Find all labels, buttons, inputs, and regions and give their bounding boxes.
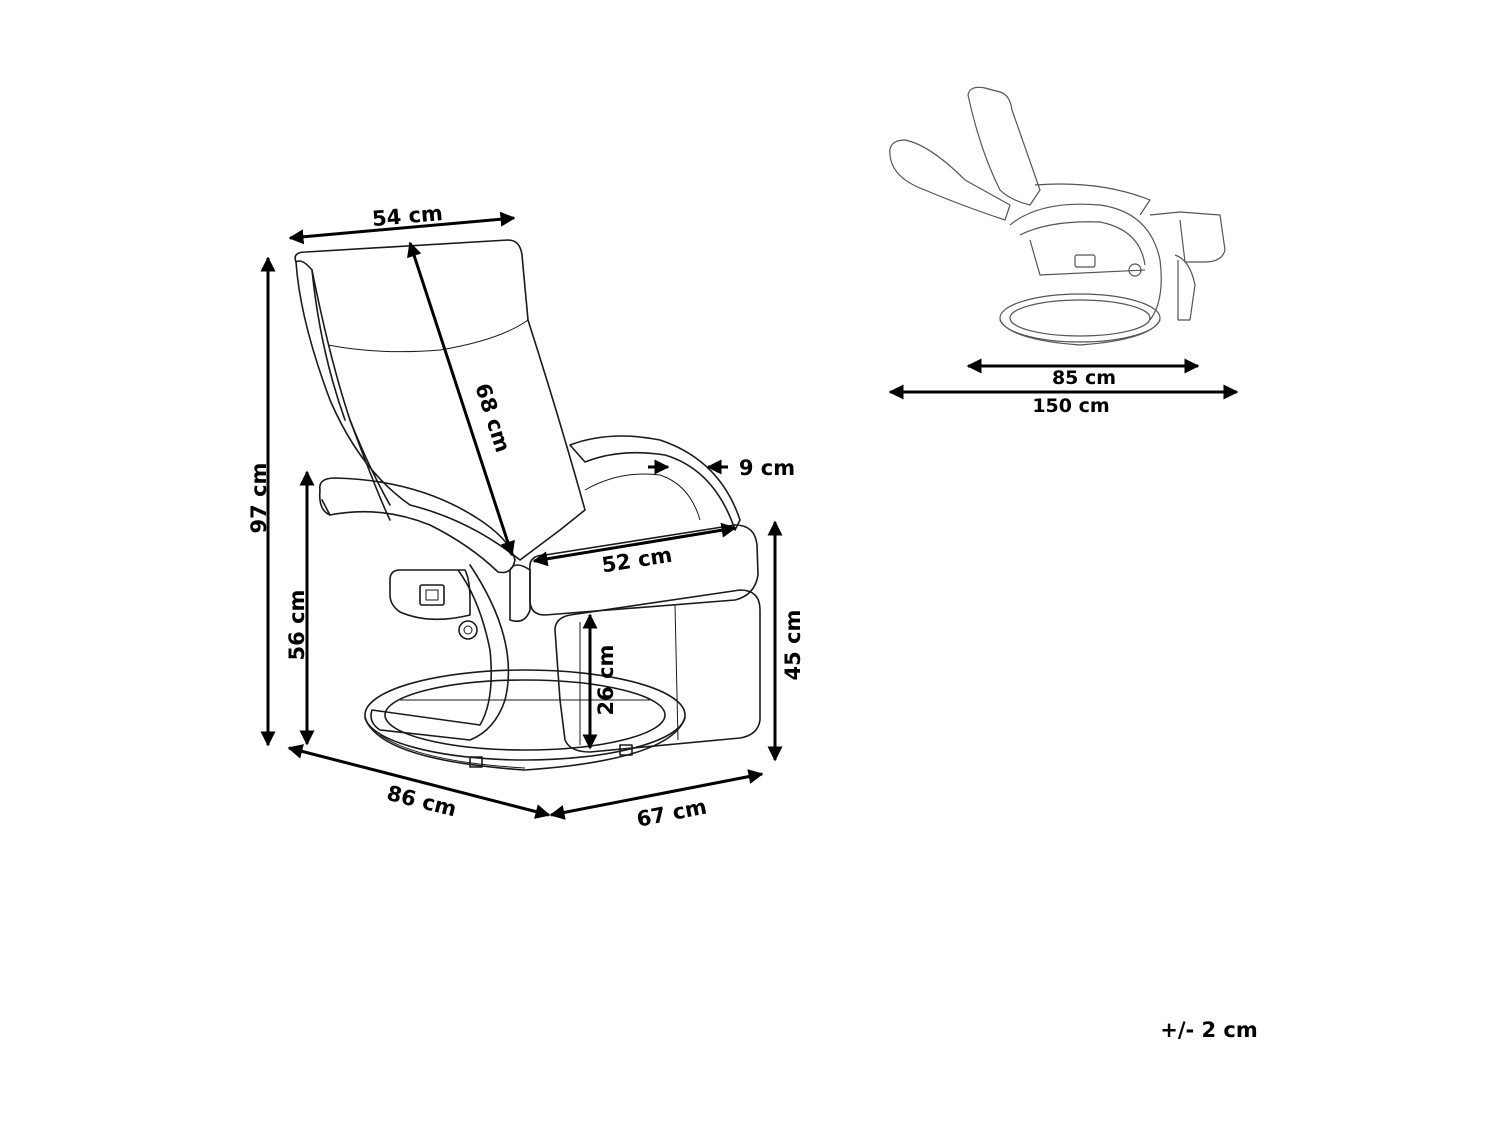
label-seat-height: 45 cm xyxy=(781,610,805,681)
dimension-lines xyxy=(260,211,1239,820)
label-reclined-depth: 85 cm xyxy=(1052,367,1116,389)
label-reclined-length: 150 cm xyxy=(1032,395,1109,417)
label-width-base: 67 cm xyxy=(635,795,709,832)
label-arm-width: 9 cm xyxy=(739,456,795,480)
label-height-total: 97 cm xyxy=(247,463,271,534)
reclined-chair-drawing xyxy=(889,86,1226,346)
recliner-chair-drawing xyxy=(294,239,761,771)
label-seat-depth: 26 cm xyxy=(594,645,618,716)
label-arm-height: 56 cm xyxy=(285,590,309,661)
label-depth: 86 cm xyxy=(384,781,459,821)
tolerance-note: +/- 2 cm xyxy=(1160,1018,1258,1042)
